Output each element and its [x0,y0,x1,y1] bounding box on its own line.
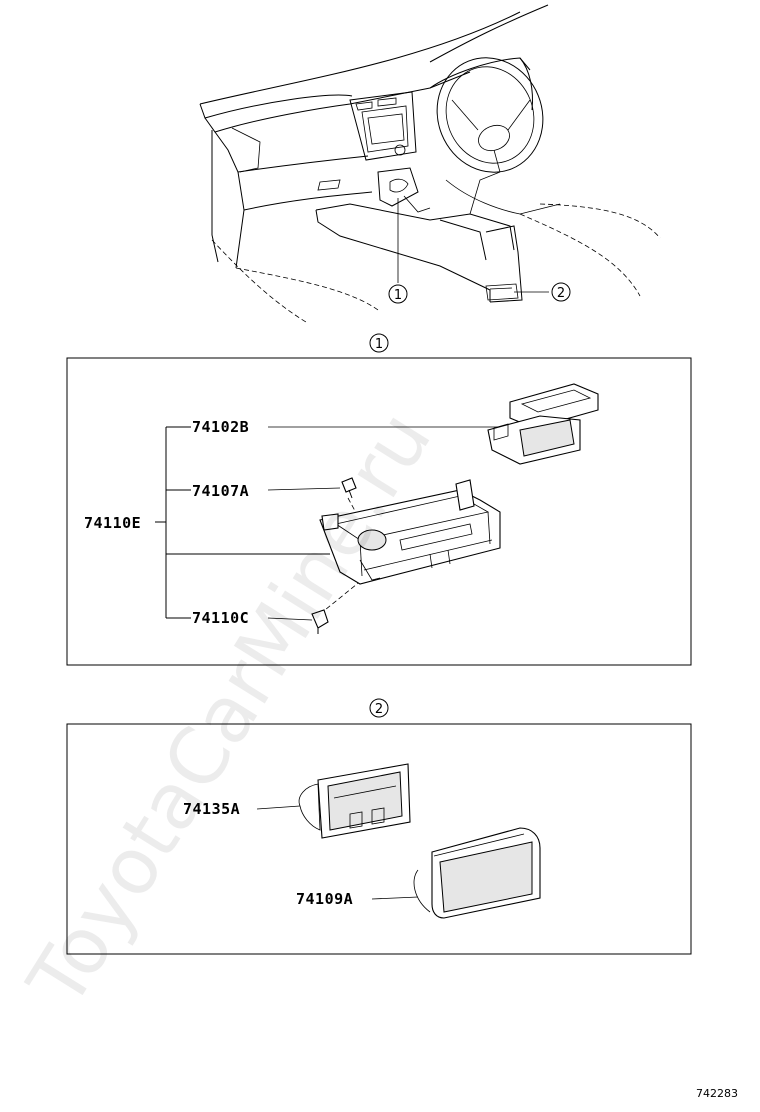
part-74102B-insert [487,383,599,465]
section-1-frame [66,357,692,666]
section-2-label: 2 [375,702,383,717]
part-number-74110E: 74110E [84,514,141,532]
overview-callout-1: 1 [394,288,402,303]
part-number-74107A: 74107A [192,482,249,500]
section-1-label: 1 [375,337,383,352]
part-74135A-frame [298,763,411,839]
figure-number: 742283 [696,1087,738,1100]
part-number-74102B: 74102B [192,418,249,436]
part-74109A-box [413,827,541,919]
overview-callout-2: 2 [557,286,565,301]
overview-illustration: 1 2 [199,4,661,323]
part-number-74135A: 74135A [183,800,240,818]
part-number-74109A: 74109A [296,890,353,908]
section-2: 2 74135A 74109A [66,698,692,955]
part-number-74110C: 74110C [192,609,249,627]
part-74110C-clip [311,609,329,634]
part-74107A-screw [341,477,357,499]
part-74110E-bracket [319,479,501,585]
section-2-frame [66,723,692,955]
section-1: 1 74102B 74107A 74110E 74110C [66,333,692,666]
